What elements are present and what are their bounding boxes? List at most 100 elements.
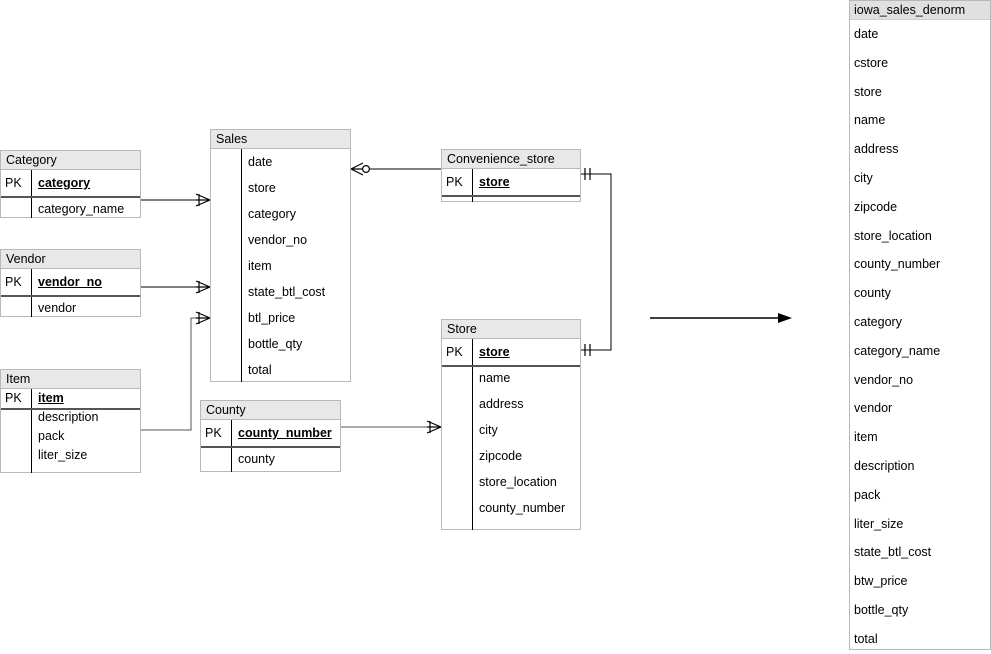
attribute-row bbox=[442, 195, 580, 221]
attribute-name: vendor_no bbox=[38, 275, 102, 289]
denorm-column-row: vendor bbox=[854, 401, 893, 416]
denorm-column-row: date bbox=[854, 27, 879, 41]
denorm-column-row: zipcode bbox=[854, 199, 898, 214]
primary-key-row: PK item bbox=[1, 389, 140, 408]
crowsfoot-many-store bbox=[426, 420, 442, 434]
attribute-row: county bbox=[201, 446, 340, 472]
pk-label: PK bbox=[5, 391, 22, 405]
pk-separator bbox=[1, 295, 140, 297]
pk-gutter-divider bbox=[31, 389, 32, 473]
attribute-name: category_name bbox=[38, 202, 125, 216]
attribute-row: pack bbox=[1, 427, 140, 446]
denorm-column-row: city bbox=[854, 170, 873, 185]
attribute-row: liter_size bbox=[1, 446, 140, 465]
attribute-row: vendor bbox=[1, 295, 140, 321]
denorm-column-row: vendor_no bbox=[854, 372, 914, 387]
ticks-exactly-one-store bbox=[584, 344, 591, 356]
entity-title: Category bbox=[1, 151, 140, 170]
attribute-name: county_number bbox=[238, 426, 332, 440]
pk-separator bbox=[1, 196, 140, 198]
attribute-row: county_number bbox=[442, 495, 580, 521]
denorm-column-row: liter_size bbox=[854, 516, 904, 531]
denorm-column-row: cstore bbox=[854, 55, 889, 70]
pk-separator bbox=[1, 408, 140, 410]
attribute-name: vendor_no bbox=[248, 233, 308, 247]
attribute-row: store_location bbox=[442, 469, 580, 495]
denorm-column-row: category bbox=[854, 314, 902, 329]
ticks-exactly-one-cstore bbox=[584, 168, 591, 180]
denorm-column-row: county_number bbox=[854, 257, 941, 272]
attribute-row: city bbox=[442, 417, 580, 443]
attribute-name: state_btl_cost bbox=[248, 285, 326, 299]
attribute-name: name bbox=[479, 371, 511, 385]
pk-label: PK bbox=[5, 275, 22, 289]
pk-separator bbox=[442, 195, 580, 197]
attribute-name: item bbox=[38, 391, 64, 405]
attribute-row: category bbox=[211, 201, 350, 227]
pk-gutter-divider bbox=[31, 170, 32, 218]
attribute-row: category_name bbox=[1, 196, 140, 222]
attribute-name: store bbox=[248, 181, 276, 195]
primary-key-row: PK county_number bbox=[201, 420, 340, 446]
crowsfoot-many-category bbox=[195, 193, 211, 207]
attribute-row: zipcode bbox=[442, 443, 580, 469]
attribute-name: store bbox=[479, 345, 510, 359]
attribute-row: item bbox=[211, 253, 350, 279]
attribute-row: store bbox=[211, 175, 350, 201]
denorm-column-row: bottle_qty bbox=[854, 602, 909, 617]
pk-separator bbox=[442, 365, 580, 367]
attribute-name: date bbox=[248, 155, 273, 169]
denorm-column-row: item bbox=[854, 430, 878, 445]
pk-gutter-divider bbox=[472, 169, 473, 202]
attribute-name: store_location bbox=[479, 475, 557, 489]
attribute-name: description bbox=[38, 410, 99, 424]
attribute-name: county_number bbox=[479, 501, 566, 515]
attribute-row: address bbox=[442, 391, 580, 417]
entity-title: County bbox=[201, 401, 340, 420]
pk-label: PK bbox=[205, 426, 222, 440]
entity-title: Item bbox=[1, 370, 140, 389]
crowsfoot-zero-or-many-sales bbox=[350, 162, 371, 176]
attribute-row: vendor_no bbox=[211, 227, 350, 253]
attribute-name: pack bbox=[38, 429, 65, 443]
entity-title: Convenience_store bbox=[442, 150, 580, 169]
entity-title: Vendor bbox=[1, 250, 140, 269]
attribute-name: item bbox=[248, 259, 272, 273]
pk-gutter-divider bbox=[31, 269, 32, 317]
attribute-row: total bbox=[211, 357, 350, 383]
primary-key-row: PK vendor_no bbox=[1, 269, 140, 295]
attribute-name: vendor bbox=[38, 301, 77, 315]
denorm-column-row: county bbox=[854, 286, 891, 301]
denorm-column-row: description bbox=[854, 458, 915, 473]
attribute-name: zipcode bbox=[479, 449, 523, 463]
attribute-name: liter_size bbox=[38, 448, 88, 462]
denorm-column-row: category_name bbox=[854, 343, 941, 358]
denorm-column-row: store_location bbox=[854, 228, 932, 243]
attribute-name: category bbox=[248, 207, 296, 221]
pk-label: PK bbox=[446, 345, 463, 359]
denorm-column-row: pack bbox=[854, 487, 881, 502]
attribute-name: store bbox=[479, 175, 510, 189]
denorm-table-title: iowa_sales_denorm bbox=[850, 1, 990, 20]
entity-title: Store bbox=[442, 320, 580, 339]
attribute-row: name bbox=[442, 365, 580, 391]
attribute-name: county bbox=[238, 452, 275, 466]
connector-cstore-store bbox=[581, 173, 612, 351]
attribute-name: bottle_qty bbox=[248, 337, 303, 351]
crowsfoot-many-item bbox=[195, 311, 211, 325]
